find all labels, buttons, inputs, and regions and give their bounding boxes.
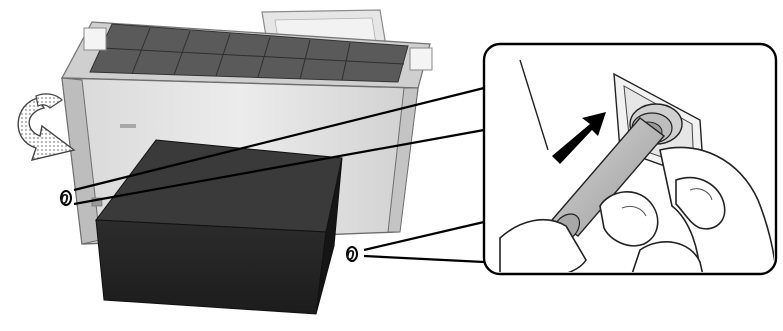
detail-inset <box>484 44 776 280</box>
callout-label-right: 0 <box>346 247 355 264</box>
callout-label-left: 0 <box>60 191 69 208</box>
